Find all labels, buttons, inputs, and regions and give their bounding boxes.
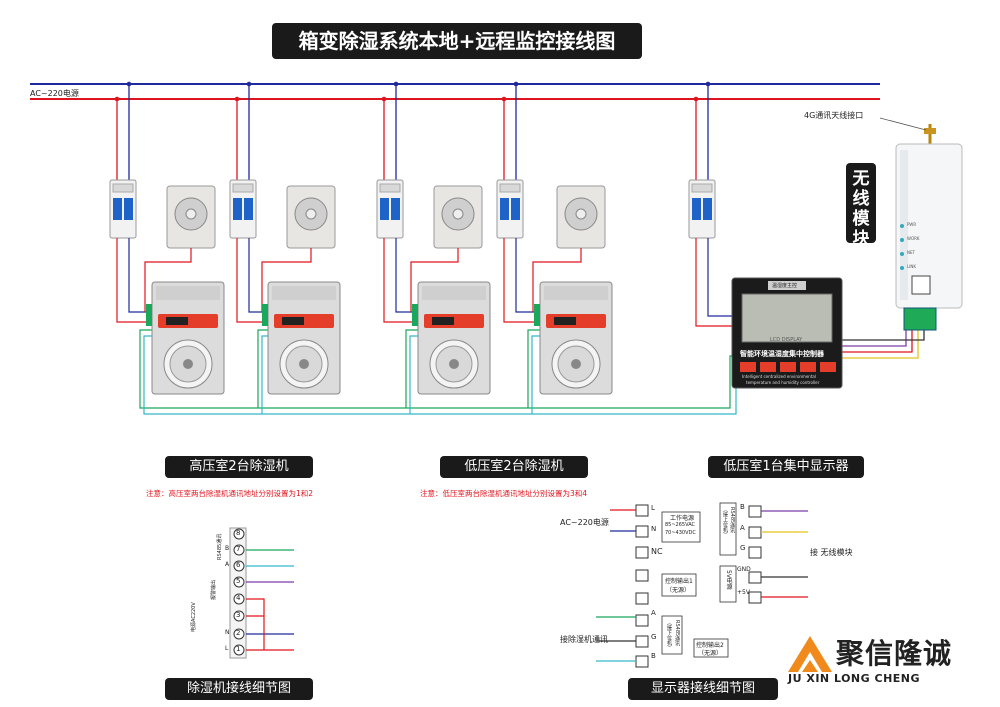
connect-wireless-label: 接 无线模块 bbox=[810, 548, 853, 557]
display-pin-b: B bbox=[651, 652, 656, 660]
display-pin-g: G bbox=[651, 633, 657, 641]
brand-name-en: JU XIN LONG CHENG bbox=[788, 672, 921, 685]
breakers bbox=[109, 179, 716, 239]
brand-name-cn: 聚信隆诚 bbox=[836, 637, 953, 670]
section-display-room: 低压室1台集中显示器 bbox=[708, 456, 864, 478]
rs485-down-title: RS485通讯 bbox=[674, 620, 680, 647]
power-box-title: 工作电源 bbox=[670, 515, 695, 522]
terminal-3: 3 bbox=[236, 611, 241, 619]
rs485-wires bbox=[139, 329, 737, 415]
controller-name-en-2: temperature and humidity controller bbox=[746, 380, 820, 385]
display-pin-n: N bbox=[651, 525, 657, 533]
controller-screen-text: LCD DISPLAY bbox=[770, 337, 803, 343]
module-led-link: LINK bbox=[907, 264, 917, 269]
display-pin-l: L bbox=[651, 504, 655, 512]
right-pin-gnd: GND bbox=[737, 566, 751, 573]
right-pin-5v: +5V bbox=[737, 589, 750, 596]
relay1-sub: （无源） bbox=[666, 587, 691, 594]
relay2-sub: （无源） bbox=[698, 650, 723, 657]
terminal-1: 1 bbox=[236, 645, 241, 653]
module-wires bbox=[842, 330, 925, 359]
controller-name-en-1: Intelligent centralized environmental bbox=[742, 374, 816, 379]
heaters bbox=[166, 185, 606, 249]
power-label: AC~220电源 bbox=[30, 89, 79, 98]
dehumidifier-pin-l: L bbox=[225, 645, 229, 652]
power-box-ac: 85~265VAC bbox=[665, 522, 696, 528]
section-high-room: 高压室2台除湿机 bbox=[165, 456, 313, 478]
module-led-pwr: PWR bbox=[907, 222, 917, 227]
dehumidifiers bbox=[146, 281, 613, 395]
dehumidifier-side-alarm: 报警输出 bbox=[211, 579, 217, 600]
display-pin-a: A bbox=[651, 609, 656, 617]
relay1-title: 控制输出1 bbox=[665, 578, 693, 585]
page-title: 箱变除湿系统本地+远程监控接线图 bbox=[272, 23, 642, 59]
central-controller bbox=[731, 277, 843, 389]
dehumidifier-pin-b: B bbox=[225, 545, 230, 552]
high-room-note: 注意：高压室两台除湿机通讯地址分别设置为1和2 bbox=[146, 489, 314, 498]
display-detail-caption: 显示器接线细节图 bbox=[628, 678, 778, 700]
brand-logo-mark bbox=[788, 636, 832, 672]
section-low-room: 低压室2台除湿机 bbox=[440, 456, 588, 478]
terminal-6: 6 bbox=[236, 561, 241, 569]
terminal-8: 8 bbox=[236, 529, 241, 537]
bus-drops bbox=[114, 81, 711, 185]
right-pin-a: A bbox=[740, 524, 745, 532]
display-ac-label: AC~220电源 bbox=[560, 518, 609, 527]
module-led-work: WORK bbox=[907, 236, 920, 241]
terminal-5: 5 bbox=[236, 577, 241, 585]
terminal-2: 2 bbox=[236, 629, 241, 637]
dehumidifier-pin-a: A bbox=[225, 561, 230, 568]
right-pin-b: B bbox=[740, 503, 745, 511]
dehumidifier-detail-caption: 除湿机接线细节图 bbox=[165, 678, 313, 700]
brand-block: 聚信隆诚 JU XIN LONG CHENG bbox=[788, 632, 988, 694]
right-pin-g: G bbox=[740, 544, 746, 552]
relay2-title: 控制输出2 bbox=[696, 642, 724, 649]
display-pin-nc: NC bbox=[651, 547, 663, 556]
wireless-module bbox=[895, 124, 963, 331]
dehumidifier-power-wires bbox=[116, 238, 732, 327]
terminal-7: 7 bbox=[236, 545, 241, 553]
wireless-module-label: 无线模块 bbox=[846, 163, 876, 249]
terminal-4: 4 bbox=[236, 594, 241, 602]
controller-top-tag: 温湿度主控 bbox=[772, 283, 798, 289]
antenna-leader bbox=[879, 117, 927, 131]
dehumidifier-terminal-detail bbox=[229, 527, 294, 659]
antenna-label: 4G通讯天线接口 bbox=[804, 111, 864, 120]
low-room-note: 注意：低压室两台除湿机通讯地址分别设置为3和4 bbox=[420, 489, 588, 498]
controller-name: 智能环境温湿度集中控制器 bbox=[740, 350, 824, 358]
rs485-down-sub: （接下位机） bbox=[666, 620, 672, 650]
connect-dehumidifier-label: 接除湿机通讯 bbox=[560, 635, 608, 644]
rs485-up-title: RS485通讯 bbox=[729, 507, 735, 534]
power-box-dc: 70~430VDC bbox=[665, 530, 696, 536]
module-led-net: NET bbox=[907, 250, 915, 255]
dehumidifier-side-rs485: RS485通讯 bbox=[217, 533, 223, 560]
dehumidifier-pin-n: N bbox=[225, 629, 230, 636]
rs485-up-sub: （接上位机） bbox=[722, 507, 728, 537]
dc5v-box: 5V电源 bbox=[725, 570, 732, 590]
display-terminal-detail bbox=[596, 502, 808, 668]
dehumidifier-side-power: 电源AC220V bbox=[191, 602, 197, 632]
